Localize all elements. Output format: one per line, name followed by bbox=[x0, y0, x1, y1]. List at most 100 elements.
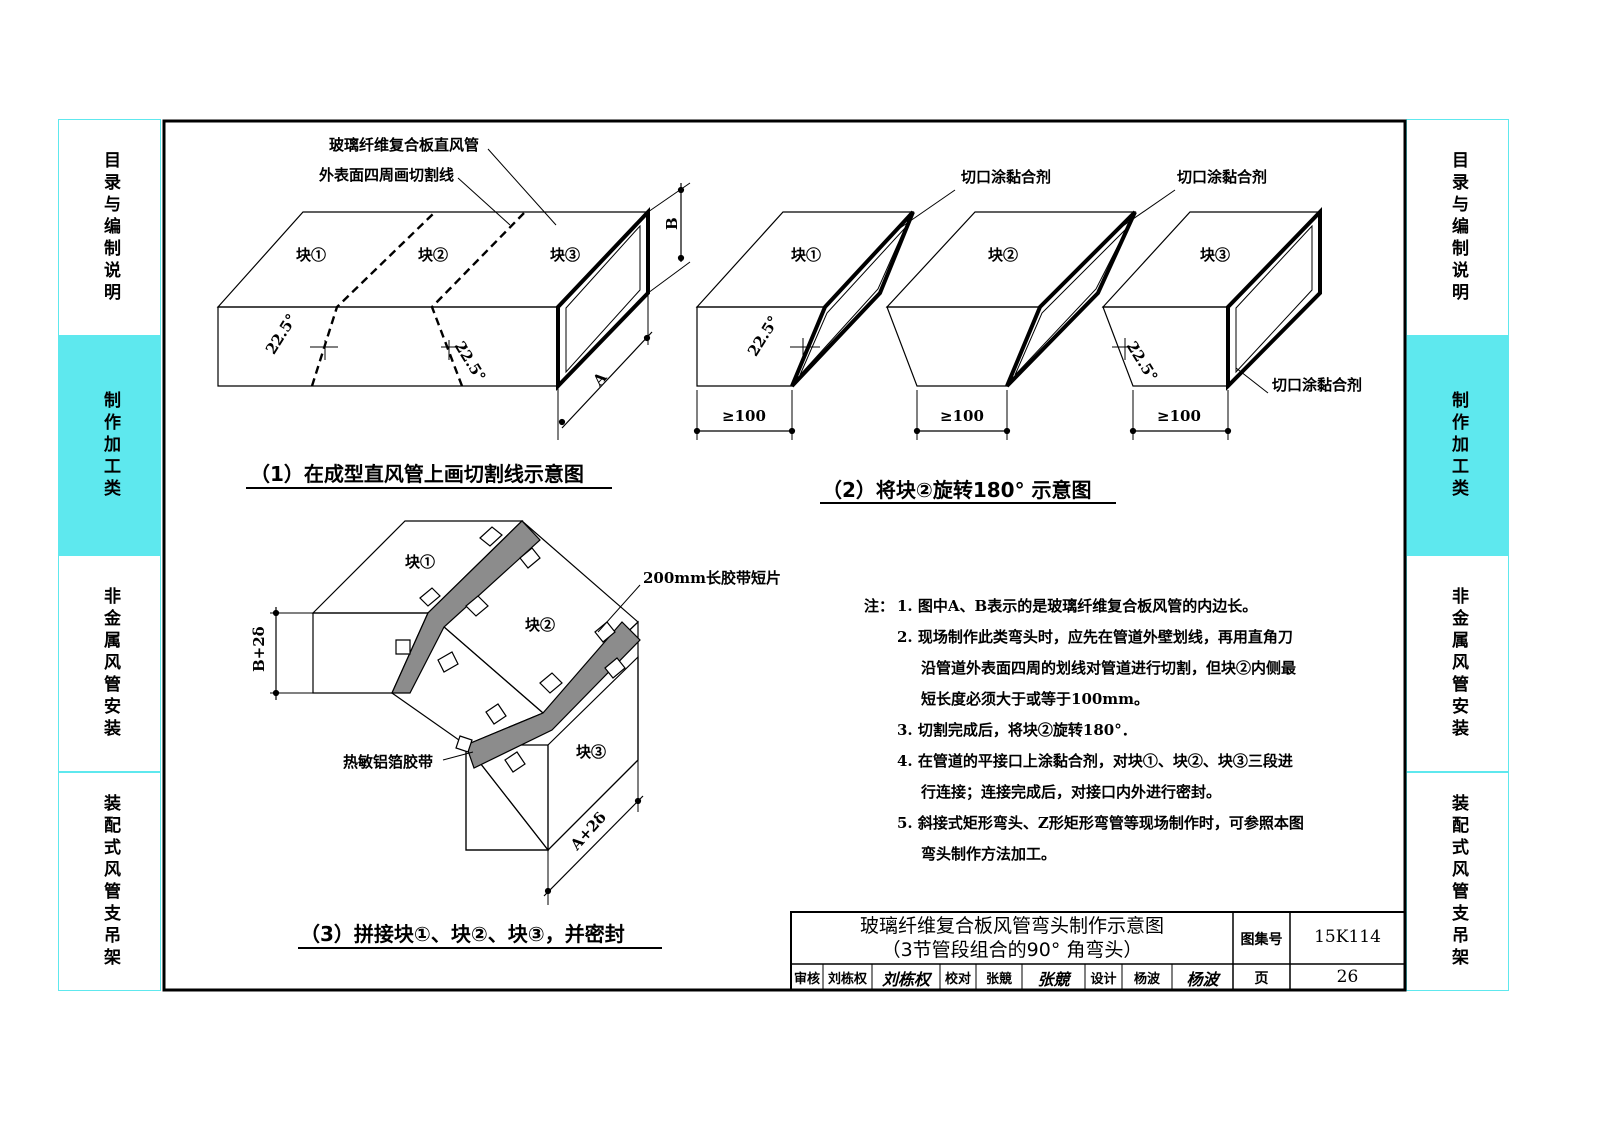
tb-check-label: 校对 bbox=[944, 972, 971, 987]
d3-short-tape-6 bbox=[437, 651, 459, 673]
sidebar-right-item-fabrication[interactable]: 制作加工类 bbox=[1406, 336, 1509, 555]
tb-outer bbox=[790, 911, 1406, 991]
d3-caption: （3）拼接块①、块②、块③，并密封 bbox=[300, 922, 625, 946]
d1-block3: 块③ bbox=[550, 246, 581, 264]
d2-dim2-tick-l bbox=[913, 427, 921, 435]
d2-b2-cut bbox=[1005, 210, 1137, 388]
d1-cutline-1 bbox=[310, 211, 436, 387]
sidebar-left-item-toc[interactable]: 目录与编制说明 bbox=[58, 119, 161, 336]
d2-glue-label-1: 切口涂黏合剂 bbox=[961, 168, 1052, 186]
d2-dim1-tick-r bbox=[788, 427, 796, 435]
d3-tape-joint-1 bbox=[391, 520, 541, 694]
d2-b1-cut bbox=[790, 210, 915, 388]
d2-dim3-tick-r bbox=[1224, 427, 1232, 435]
d3-block1: 块① bbox=[405, 553, 436, 571]
d3-short-tape-12 bbox=[455, 735, 473, 753]
d1-end-face bbox=[556, 206, 650, 391]
sidebar-right-label-toc: 目录与编制说明 bbox=[1448, 150, 1468, 305]
note-line: 2. 现场制作此类弯头时，应先在管道外壁划线，再用直角刀 bbox=[897, 628, 1293, 646]
d3-dim-a-tick-2 bbox=[634, 797, 642, 805]
diagram-1 bbox=[216, 148, 691, 489]
d3-tape-foil-label: 热敏铝箔胶带 bbox=[343, 753, 434, 771]
d2-glue-leader-3 bbox=[1235, 367, 1269, 394]
sidebar-right-label-support: 装配式风管支吊架 bbox=[1448, 793, 1468, 970]
d1-dim-b-label: B bbox=[663, 217, 681, 230]
d2-min-len-2: ≥100 bbox=[940, 407, 984, 425]
d3-short-tape-10 bbox=[604, 657, 626, 679]
d1-block1: 块① bbox=[296, 246, 327, 264]
d3-dim-a-tick-1 bbox=[544, 887, 552, 895]
tb-page-label: 页 bbox=[1254, 971, 1269, 987]
tb-page-no: 26 bbox=[1336, 967, 1359, 987]
note-line: 行连接；连接完成后，对接口内外进行密封。 bbox=[921, 783, 1222, 801]
d2-b3-end bbox=[1226, 207, 1322, 391]
d2-glue-label-2: 切口涂黏合剂 bbox=[1177, 168, 1268, 186]
note-line: 3. 切割完成后，将块②旋转180°． bbox=[897, 721, 1137, 739]
sidebar-left-item-fabrication[interactable]: 制作加工类 bbox=[58, 336, 161, 555]
sidebar-left-label-nonmetal: 非金属风管安装 bbox=[100, 586, 120, 741]
d1-label-cutline: 外表面四周画切割线 bbox=[319, 166, 455, 184]
d2-block1: 块① bbox=[791, 246, 822, 264]
d1-caption: （1）在成型直风管上画切割线示意图 bbox=[250, 462, 584, 486]
d3-dim-b-label: B+2δ bbox=[250, 626, 268, 672]
d3-block2: 块② bbox=[525, 616, 556, 634]
d2-caption: （2）将块②旋转180° 示意图 bbox=[822, 478, 1092, 502]
d1-label-duct: 玻璃纤维复合板直风管 bbox=[329, 136, 480, 154]
d3-tape-joint-2 bbox=[465, 621, 641, 769]
notes-title: 注： bbox=[864, 597, 895, 615]
d2-dim3-tick-l bbox=[1129, 427, 1137, 435]
d1-cutline-2 bbox=[430, 211, 526, 387]
d2-b3-end-inner bbox=[1235, 224, 1313, 374]
sidebar-right-label-nonmetal: 非金属风管安装 bbox=[1448, 586, 1468, 741]
d2-block3: 块③ bbox=[1200, 246, 1231, 264]
d1-dim-b-tick-top bbox=[677, 186, 685, 194]
d3-tape-short-label: 200mm长胶带短片 bbox=[643, 569, 782, 587]
tb-check-name: 张競 bbox=[985, 972, 1012, 987]
d2-b2-cut-inner bbox=[1014, 227, 1128, 376]
d2-glue-leader-1 bbox=[899, 189, 956, 229]
d3-dim-b-tick-bot bbox=[272, 689, 280, 697]
tb-atlas-label: 图集号 bbox=[1240, 932, 1283, 948]
sidebar-left-item-support[interactable]: 装配式风管支吊架 bbox=[58, 772, 161, 991]
d1-dim-a-tick-2 bbox=[643, 334, 651, 342]
d3-short-tape-11 bbox=[504, 751, 526, 773]
d3-short-tape-7 bbox=[539, 672, 563, 694]
d1-dim-b-ext-bot bbox=[647, 261, 691, 294]
d2-min-len-1: ≥100 bbox=[722, 407, 766, 425]
d1-dim-b-tick-bot bbox=[677, 254, 685, 262]
note-line: 5. 斜接式矩形弯头、Z形矩形弯管等现场制作时，可参照本图 bbox=[897, 814, 1304, 832]
d3-leader-short-tape bbox=[597, 584, 641, 633]
d3-short-tape-3 bbox=[419, 587, 441, 607]
tb-review-sign: 刘栋权 bbox=[881, 970, 930, 989]
d2-min-len-3: ≥100 bbox=[1157, 407, 1201, 425]
d3-leader-foil bbox=[442, 751, 474, 761]
d1-leader-duct bbox=[487, 148, 557, 226]
tb-design-name: 杨波 bbox=[1133, 972, 1160, 987]
tb-title-line2: （3节管段组合的90° 角弯头） bbox=[881, 939, 1143, 961]
d3-short-tape-8 bbox=[485, 703, 507, 725]
tb-review-name: 刘栋权 bbox=[827, 972, 867, 987]
diagram-3 bbox=[270, 520, 662, 949]
d3-short-tape-1 bbox=[479, 526, 503, 547]
tb-check-sign: 张競 bbox=[1037, 970, 1070, 989]
d1-end-inner bbox=[565, 224, 641, 374]
drawing-frame bbox=[162, 119, 1407, 992]
title-block bbox=[790, 911, 1406, 991]
d1-dim-a-tick-1 bbox=[558, 418, 566, 426]
sidebar-left-label-fabrication: 制作加工类 bbox=[100, 390, 120, 501]
d1-leader-cutline bbox=[457, 177, 511, 226]
diagram-2 bbox=[693, 189, 1322, 504]
d2-glue-label-3: 切口涂黏合剂 bbox=[1272, 376, 1363, 394]
d3-dim-b-tick-top bbox=[272, 609, 280, 617]
d1-dim-a-line bbox=[561, 331, 653, 429]
note-line: 短长度必须大于或等于100mm。 bbox=[921, 690, 1150, 708]
d2-dim1-tick-l bbox=[693, 427, 701, 435]
d2-b1-cut-inner bbox=[799, 227, 906, 376]
sidebar-right-label-fabrication: 制作加工类 bbox=[1448, 390, 1468, 501]
note-line: 弯头制作方法加工。 bbox=[921, 845, 1057, 863]
d3-dim-a-line bbox=[543, 795, 644, 897]
d1-dim-b-ext-top bbox=[647, 182, 691, 213]
sidebar-left-item-nonmetal[interactable]: 非金属风管安装 bbox=[58, 555, 161, 772]
note-line: 沿管道外表面四周的划线对管道进行切割，但块②内侧最 bbox=[921, 659, 1297, 677]
